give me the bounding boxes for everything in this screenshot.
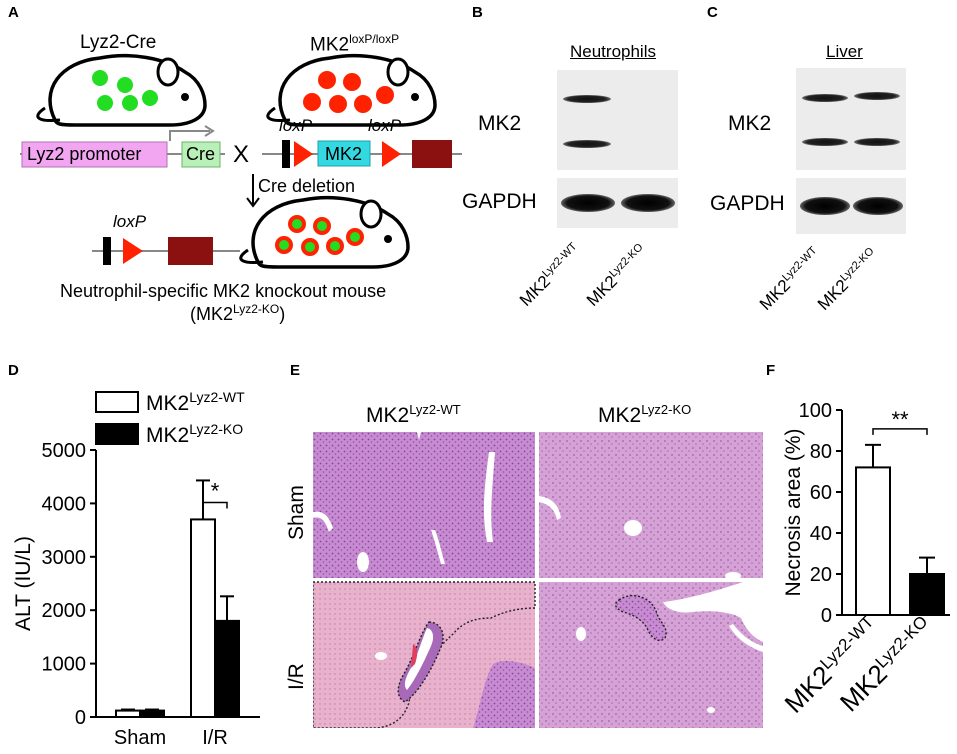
panel-c-letter: C <box>707 4 718 21</box>
d-ytick-label: 0 <box>75 707 86 729</box>
cross-symbol: X <box>233 141 250 168</box>
e-row1-label: Sham <box>285 485 308 540</box>
d-bar <box>115 709 141 719</box>
histo-ir-ko <box>539 582 763 728</box>
d-bar <box>139 709 165 719</box>
c-lane2-label: MK2Lyz2-KO <box>813 245 877 314</box>
f-ytick-label: 40 <box>810 523 832 545</box>
b-mk2-band-upper <box>563 95 611 103</box>
d-bar <box>190 518 216 718</box>
f-ytick-label: 80 <box>810 441 832 463</box>
panel-f-letter: F <box>766 362 776 379</box>
d-ytick-label: 5000 <box>42 440 87 462</box>
b-lane1-label: MK2Lyz2-WT <box>515 240 580 310</box>
d-category-label: I/R <box>202 727 228 749</box>
b-gapdh-blot <box>557 178 678 228</box>
lyz2-promoter-box <box>21 141 168 168</box>
loxp-triangle-2 <box>382 141 401 167</box>
f-bar <box>855 466 891 617</box>
cre-deletion-label: Cre deletion <box>258 176 356 196</box>
d-ytick-label: 3000 <box>42 547 87 569</box>
knockout-title: Neutrophil-specific MK2 knockout mouse <box>60 281 387 301</box>
f-significance-bracket <box>872 428 928 435</box>
c-mk2-blot <box>796 68 906 170</box>
c-mk2-band-2-upper <box>854 92 900 100</box>
mk2-box-label: MK2 <box>325 144 363 164</box>
mk2-exon-box <box>317 140 371 167</box>
d-legend-label: MK2Lyz2-WT <box>146 389 245 415</box>
knockout-mouse-icon <box>239 195 410 269</box>
panel-a-diagram <box>20 53 462 269</box>
b-mk2-blot <box>557 70 678 170</box>
d-ytick-label: 4000 <box>42 493 87 515</box>
f-ylabel: Necrosis area (%) <box>782 428 805 596</box>
f-bar <box>909 573 945 616</box>
c-mk2-band-1-upper <box>802 94 848 102</box>
f-ytick-label: 60 <box>810 482 832 504</box>
panel-e-letter: E <box>290 362 301 379</box>
mk2-flox-mouse-icon <box>266 53 437 127</box>
mk2-loxp-label: MK2loxP/loxP <box>310 32 400 56</box>
c-lane1-label: MK2Lyz2-WT <box>755 244 820 314</box>
d-ytick-label: 2000 <box>42 600 87 622</box>
panel-a-letter: A <box>8 4 19 21</box>
d-bar <box>214 619 240 719</box>
c-mk2-band-2-lower <box>854 138 900 146</box>
b-mk2-row-label: MK2 <box>478 112 522 135</box>
f-ytick-label: 0 <box>821 605 832 627</box>
histo-sham-ko <box>539 432 763 580</box>
d-category-label: Sham <box>114 727 166 749</box>
histo-sham-wt <box>313 432 535 578</box>
d-significance-label: * <box>211 478 220 503</box>
f-ytick-label: 20 <box>810 564 832 586</box>
b-gapdh-band-1 <box>561 194 615 212</box>
loxp-triangle-1 <box>294 141 313 167</box>
d-legend-swatch <box>95 391 139 413</box>
neutrophils-label: Neutrophils <box>570 42 656 61</box>
lyz2-promoter-label: Lyz2 promoter <box>27 144 142 164</box>
c-mk2-band-1-lower <box>802 138 848 146</box>
b-lane2-label: MK2Lyz2-KO <box>582 241 646 310</box>
e-col1-label: MK2Lyz2-WT <box>366 402 461 427</box>
e-col2-label: MK2Lyz2-KO <box>598 402 692 427</box>
liver-label: Liver <box>826 42 863 61</box>
e-row2-label: I/R <box>285 663 308 690</box>
d-legend-swatch <box>95 423 139 445</box>
b-mk2-band-lower <box>563 140 611 148</box>
b-gapdh-band-2 <box>621 194 675 212</box>
c-gapdh-blot <box>796 178 906 234</box>
loxp-label-1: loxP <box>279 116 313 135</box>
d-significance-bracket <box>202 501 228 509</box>
lyz2-cre-mouse-icon <box>36 53 207 127</box>
d-ylabel: ALT (IU/L) <box>12 536 35 631</box>
c-mk2-row-label: MK2 <box>728 112 772 135</box>
f-significance-label: ** <box>891 407 909 432</box>
d-ytick-label: 1000 <box>42 654 87 676</box>
loxp-label-2: loxP <box>368 116 402 135</box>
panel-b-letter: B <box>472 4 483 21</box>
b-gapdh-row-label: GAPDH <box>462 190 537 213</box>
loxp-triangle-3 <box>123 238 143 264</box>
loxp-label-3: loxP <box>113 212 147 231</box>
c-gapdh-row-label: GAPDH <box>710 192 785 215</box>
histology-grid <box>313 432 763 728</box>
exon-box <box>412 140 452 168</box>
d-legend-label: MK2Lyz2-KO <box>146 421 243 447</box>
c-gapdh-band-2 <box>853 197 903 215</box>
knockout-subtitle: (MK2Lyz2-KO) <box>190 302 286 324</box>
lyz2-cre-label: Lyz2-Cre <box>80 32 157 53</box>
cre-box <box>181 141 221 168</box>
c-gapdh-band-1 <box>800 197 850 215</box>
f-ytick-label: 100 <box>799 400 832 422</box>
panel-d-letter: D <box>8 362 19 379</box>
histo-ir-wt <box>313 581 536 728</box>
cre-label: Cre <box>186 144 216 164</box>
